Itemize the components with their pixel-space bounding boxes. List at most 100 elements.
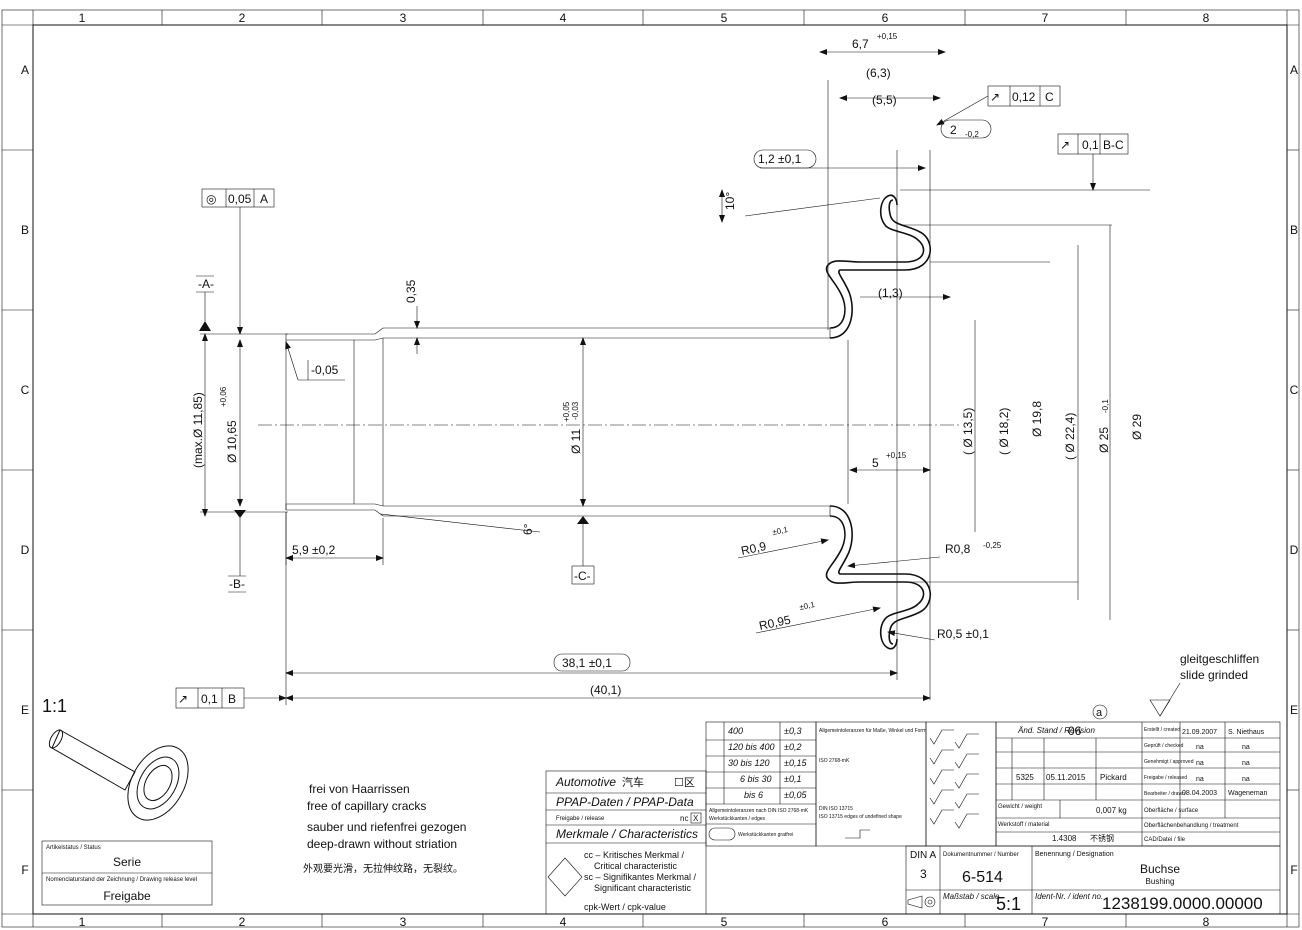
svg-text:Pickard: Pickard bbox=[1100, 773, 1127, 782]
grid-ticks bbox=[2, 10, 1299, 927]
note-cn: 外观要光滑，无拉伸纹路，无裂纹。 bbox=[303, 862, 463, 875]
ppap-label: PPAP-Daten / PPAP-Data bbox=[556, 795, 694, 809]
dim-11-tol-up: +0,05 bbox=[562, 401, 571, 422]
dim-0-35: 0,35 bbox=[404, 279, 418, 303]
part-name-en: Bushing bbox=[1146, 877, 1175, 886]
status-freigabe: Freigabe bbox=[103, 889, 151, 903]
note-drawn-en: deep-drawn without striation bbox=[307, 837, 457, 851]
svg-text:S. Niethaus: S. Niethaus bbox=[1228, 729, 1265, 736]
row-label: B bbox=[1290, 223, 1298, 237]
svg-text:Nomenclaturstand der Zeichnung: Nomenclaturstand der Zeichnung / Drawing… bbox=[46, 877, 197, 883]
automotive-label: Automotive bbox=[555, 775, 616, 789]
document-number: 6-514 bbox=[962, 869, 1003, 886]
col-label: 6 bbox=[882, 915, 889, 929]
svg-text:Maßstab / scale: Maßstab / scale bbox=[943, 892, 1000, 901]
svg-text:DIN A: DIN A bbox=[910, 850, 936, 861]
dim-11: Ø 11 bbox=[569, 429, 583, 454]
revision-block: Änd. Stand / Revision 06 5325 05.11.2015… bbox=[995, 721, 1281, 847]
radius-0-95: R0,95 bbox=[758, 613, 793, 633]
svg-text:±0,3: ±0,3 bbox=[784, 726, 801, 736]
svg-text:Änd. Stand / Revision: Änd. Stand / Revision bbox=[1017, 726, 1095, 735]
col-label: 5 bbox=[721, 11, 728, 25]
row-label: B bbox=[21, 223, 29, 237]
col-label: 8 bbox=[1203, 915, 1210, 929]
runout-icon: ↗ bbox=[1060, 138, 1070, 152]
svg-text:Werkstückkanten / edges: Werkstückkanten / edges bbox=[709, 816, 766, 822]
svg-text:Dokumentnummer / Number: Dokumentnummer / Number bbox=[943, 852, 1019, 858]
svg-text:不锈钢: 不锈钢 bbox=[1090, 833, 1114, 843]
dimension-lines: 6,7 +0,15 (6,3) (5,5) 2 -0,2 1,2 ±0,1 10… bbox=[191, 32, 1144, 705]
row-label: C bbox=[21, 383, 30, 397]
svg-text:30 bis 120: 30 bis 120 bbox=[728, 758, 770, 768]
dim-6-3: (6,3) bbox=[866, 66, 891, 80]
col-label: 2 bbox=[239, 11, 246, 25]
dim-38-1: 38,1 ±0,1 bbox=[562, 656, 612, 670]
col-label: 4 bbox=[560, 11, 567, 25]
grid-labels: 1 2 3 4 5 6 7 8 1 2 3 4 5 6 7 8 A B C D … bbox=[21, 11, 1299, 929]
svg-text:Werkstoff / material: Werkstoff / material bbox=[998, 822, 1049, 828]
svg-text:a: a bbox=[1096, 707, 1103, 719]
svg-text:400: 400 bbox=[728, 726, 743, 736]
status-box: Artikelstatus / Status Serie Nomenclatur… bbox=[41, 840, 213, 906]
revision-circle bbox=[1092, 704, 1108, 720]
runout-icon: ↗ bbox=[990, 90, 1000, 104]
svg-text:Oberflächenbehandlung / treatm: Oberflächenbehandlung / treatment bbox=[1144, 823, 1239, 829]
svg-text:Significant characteristic: Significant characteristic bbox=[594, 883, 692, 893]
svg-text:±0,15: ±0,15 bbox=[784, 758, 807, 768]
notes-area: 1:1 gleitgeschliffen slide grinded a fre… bbox=[42, 652, 1259, 875]
svg-text:3: 3 bbox=[920, 867, 927, 881]
svg-text:cc – Kritisches Merkmal /: cc – Kritisches Merkmal / bbox=[584, 850, 685, 860]
svg-text:21.09.2007: 21.09.2007 bbox=[1182, 729, 1217, 736]
col-label: 7 bbox=[1042, 11, 1049, 25]
svg-text:Allgemeintoleranzen für Maße,: Allgemeintoleranzen für Maße, Winkel und… bbox=[819, 728, 926, 734]
row-label: D bbox=[1290, 543, 1299, 557]
dim-13-5: ( Ø 13,5) bbox=[961, 408, 975, 455]
part-name: Buchse bbox=[1140, 862, 1180, 876]
svg-text:Genehmigt / approved: Genehmigt / approved bbox=[1144, 759, 1194, 765]
svg-text:na: na bbox=[1196, 744, 1204, 751]
dim-5-9: 5,9 ±0,2 bbox=[292, 543, 336, 557]
svg-text:X: X bbox=[693, 814, 699, 823]
runout-icon: ↗ bbox=[178, 692, 188, 706]
svg-text:Allgemeintoleranzen nach DIN I: Allgemeintoleranzen nach DIN ISO 2768-mK bbox=[709, 808, 809, 814]
ident-number: 1238199.0000.00000 bbox=[1102, 894, 1263, 913]
svg-text:6 bis 30: 6 bis 30 bbox=[740, 774, 772, 784]
svg-text:Wageneman: Wageneman bbox=[1228, 790, 1268, 797]
dim-18-2: ( Ø 18,2) bbox=[997, 408, 1011, 455]
dim-6-7: 6,7 bbox=[852, 37, 869, 51]
col-label: 4 bbox=[560, 915, 567, 929]
svg-text:Ident-Nr. / ident no.: Ident-Nr. / ident no. bbox=[1035, 892, 1103, 901]
slide-grinded-en: slide grinded bbox=[1180, 668, 1248, 682]
col-label: 1 bbox=[79, 915, 86, 929]
dim-22-4: ( Ø 22,4) bbox=[1063, 413, 1077, 460]
svg-text:0,1: 0,1 bbox=[1082, 138, 1099, 152]
svg-text:0,05: 0,05 bbox=[228, 192, 252, 206]
radius-0-8: R0,8 bbox=[945, 542, 971, 556]
svg-text:cpk-Wert / cpk-value: cpk-Wert / cpk-value bbox=[584, 902, 666, 912]
dim-minus-0-05: -0,05 bbox=[311, 363, 339, 377]
svg-text:ISO 13715 edges of undefined s: ISO 13715 edges of undefined shape bbox=[819, 814, 902, 820]
svg-text:na: na bbox=[1196, 760, 1204, 767]
dim-11-tol-low: -0,03 bbox=[571, 401, 580, 420]
row-label: A bbox=[1290, 63, 1298, 77]
svg-text:☐区: ☐区 bbox=[674, 777, 695, 789]
svg-text:Freigabe / release: Freigabe / release bbox=[556, 816, 605, 822]
note-cracks-en: free of capillary cracks bbox=[307, 799, 426, 813]
tube-wall-top bbox=[285, 327, 831, 341]
dim-10deg: 10° bbox=[723, 192, 737, 210]
bushing-section-view bbox=[258, 150, 960, 700]
svg-text:A: A bbox=[260, 192, 268, 206]
svg-text:120 bis 400: 120 bis 400 bbox=[728, 742, 775, 752]
dim-6-7-tol: +0,15 bbox=[877, 32, 898, 41]
projection-symbol-icon bbox=[907, 895, 936, 909]
dim-29: Ø 29 bbox=[1130, 414, 1144, 440]
row-label: F bbox=[21, 863, 28, 877]
svg-text:na: na bbox=[1196, 776, 1204, 783]
surface-finish-icon bbox=[1149, 699, 1171, 717]
isometric-view bbox=[48, 729, 189, 821]
flange-profile-top-outer bbox=[825, 194, 925, 329]
svg-text:汽车: 汽车 bbox=[622, 775, 644, 789]
view-scale: 1:1 bbox=[42, 696, 67, 716]
col-label: 6 bbox=[882, 11, 889, 25]
